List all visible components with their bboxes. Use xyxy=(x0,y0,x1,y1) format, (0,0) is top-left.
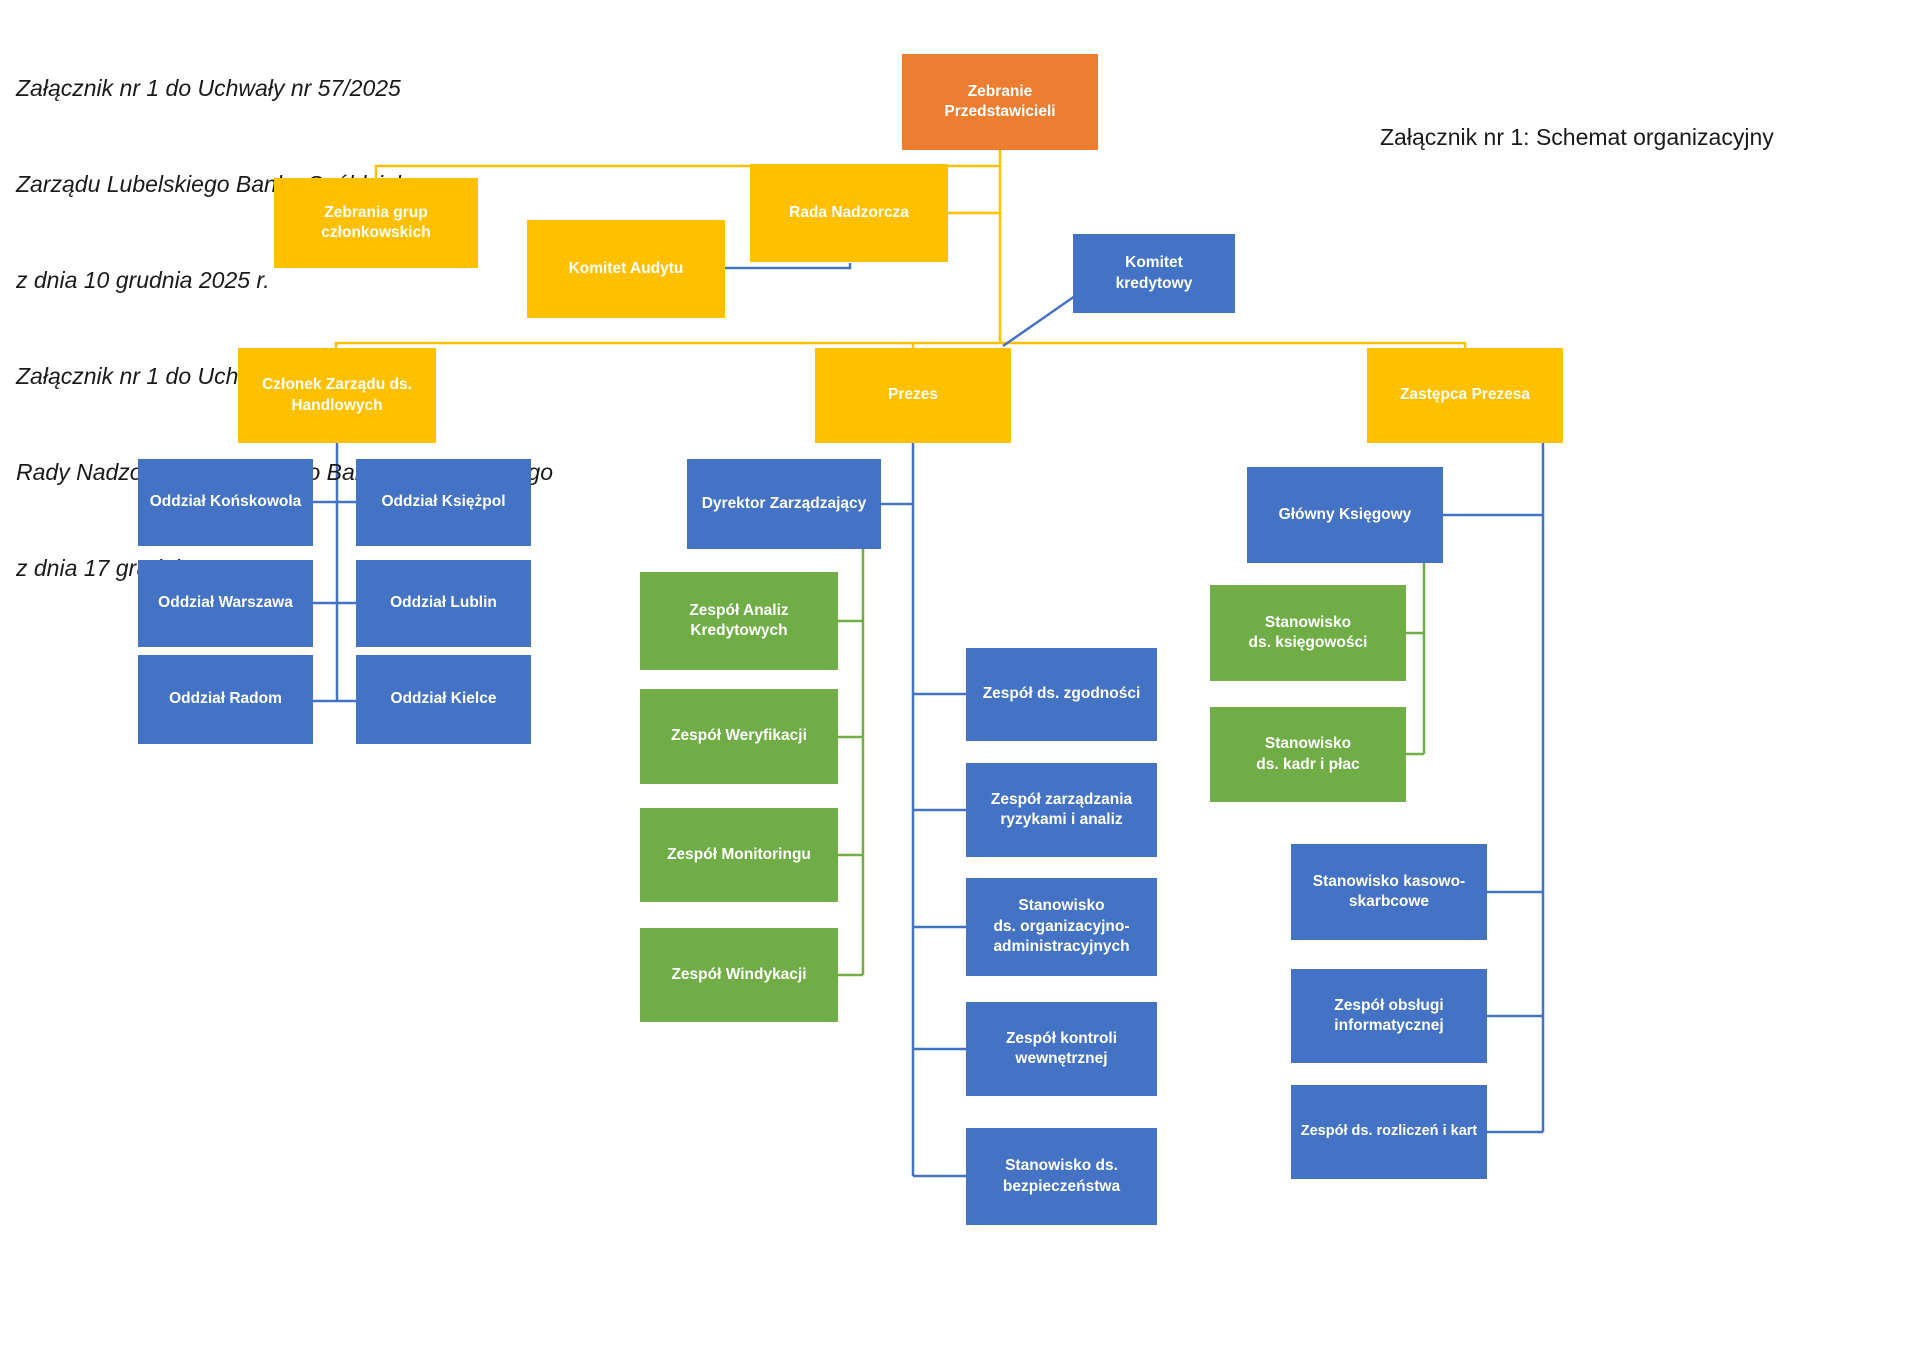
page-title: Załącznik nr 1: Schemat organizacyjny xyxy=(1380,124,1774,150)
node-stanowisko-kadr-i-plac: Stanowisko ds. kadr i płac xyxy=(1210,707,1406,802)
node-prezes: Prezes xyxy=(815,348,1011,443)
node-zespol-zarzadzania-ryzykami: Zespół zarządzania ryzykami i analiz xyxy=(966,763,1157,857)
node-oddzial-radom: Oddział Radom xyxy=(138,655,313,744)
node-komitet-kredytowy: Komitet kredytowy xyxy=(1073,234,1235,313)
node-oddzial-konskowola: Oddział Końskowola xyxy=(138,459,313,546)
note-line: z dnia 10 grudnia 2025 r. xyxy=(16,267,270,293)
node-zespol-obslugi-informatycznej: Zespół obsługi informatycznej xyxy=(1291,969,1487,1063)
node-stanowisko-org-adm: Stanowisko ds. organizacyjno- administra… xyxy=(966,878,1157,976)
node-komitet-audytu: Komitet Audytu xyxy=(527,220,725,318)
node-zebrania-grup-czlonkowskich: Zebrania grup członkowskich xyxy=(274,178,478,268)
connector-zespoly-stubs xyxy=(838,619,863,977)
node-stanowisko-bezpieczenstwa: Stanowisko ds. bezpieczeństwa xyxy=(966,1128,1157,1225)
node-zespol-windykacji: Zespół Windykacji xyxy=(640,928,838,1022)
node-dyrektor-zarzadzajacy: Dyrektor Zarządzający xyxy=(687,459,881,549)
node-oddzial-warszawa: Oddział Warszawa xyxy=(138,560,313,647)
node-zespol-ds-zgodnosci: Zespół ds. zgodności xyxy=(966,648,1157,741)
node-zebranie-przedstawicieli: Zebranie Przedstawicieli xyxy=(902,54,1098,150)
note-line: Załącznik nr 1 do Uchwały nr 57/2025 xyxy=(16,75,401,101)
node-oddzial-lublin: Oddział Lublin xyxy=(356,560,531,647)
connector-board-horizontal xyxy=(334,341,1467,349)
node-rada-nadzorcza: Rada Nadzorcza xyxy=(750,164,948,262)
node-stanowisko-kasowo-skarbcowe: Stanowisko kasowo- skarbcowe xyxy=(1291,844,1487,940)
node-zespol-kontroli-wewnetrznej: Zespół kontroli wewnętrznej xyxy=(966,1002,1157,1096)
node-zespol-rozliczen-i-kart: Zespół ds. rozliczeń i kart xyxy=(1291,1085,1487,1179)
node-zespol-monitoringu: Zespół Monitoringu xyxy=(640,808,838,902)
connector-audyt-rada xyxy=(725,263,852,270)
attachment-note: Załącznik nr 1 do Uchwały nr 57/2025 Zar… xyxy=(16,8,553,648)
node-oddzial-ksiezpol: Oddział Księżpol xyxy=(356,459,531,546)
node-zastepca-prezesa: Zastępca Prezesa xyxy=(1367,348,1563,443)
connector-stanowiska-stubs xyxy=(1406,631,1424,756)
node-stanowisko-ksiegowosci: Stanowisko ds. księgowości xyxy=(1210,585,1406,681)
connector-zastepca-stubs xyxy=(1487,890,1543,1134)
connector-komitet-kredytowy-diagonal xyxy=(1002,294,1076,348)
node-zespol-weryfikacji: Zespół Weryfikacji xyxy=(640,689,838,784)
node-czlonek-zarzadu-handlowych: Członek Zarządu ds. Handlowych xyxy=(238,348,436,443)
node-glowny-ksiegowy: Główny Księgowy xyxy=(1247,467,1443,563)
connector-oddzialy-stubs xyxy=(313,500,356,703)
node-oddzial-kielce: Oddział Kielce xyxy=(356,655,531,744)
connector-prezes-stubs xyxy=(913,692,966,1178)
node-zespol-analiz-kredytowych: Zespół Analiz Kredytowych xyxy=(640,572,838,670)
